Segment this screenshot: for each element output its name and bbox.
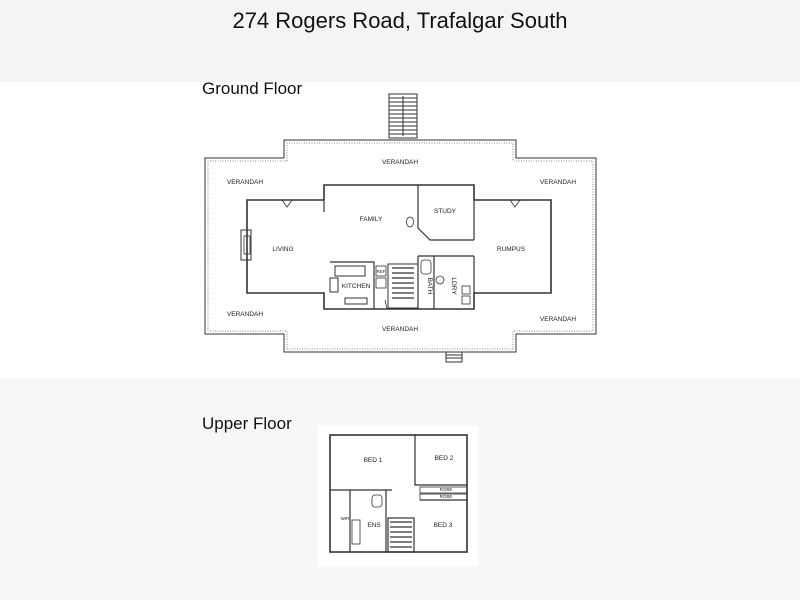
- room-family: FAMILY: [360, 216, 383, 223]
- windows: [281, 199, 521, 310]
- rear-steps: [445, 351, 463, 363]
- room-bed1: BED 1: [364, 457, 383, 464]
- room-verandah-top-right: VERANDAH: [540, 179, 576, 186]
- room-verandah-top: VERANDAH: [382, 159, 418, 166]
- room-verandah-top-left: VERANDAH: [227, 179, 263, 186]
- room-bed3: BED 3: [434, 522, 453, 529]
- verandah-outline: [204, 139, 597, 353]
- room-verandah-bottom: VERANDAH: [382, 326, 418, 333]
- page-title: 274 Rogers Road, Trafalgar South: [232, 8, 568, 33]
- room-ldry: LDRY: [450, 277, 457, 295]
- title-band: [0, 0, 800, 82]
- room-study: STUDY: [434, 208, 457, 215]
- upper-interior-walls: [330, 435, 468, 553]
- interior-walls: [240, 185, 475, 309]
- upper-floor-label: Upper Floor: [202, 414, 292, 433]
- room-wir: WIR: [341, 516, 350, 521]
- room-kitchen: KITCHEN: [342, 283, 371, 290]
- entry-stairs: [388, 93, 418, 139]
- room-verandah-bottom-right: VERANDAH: [540, 316, 576, 323]
- room-ref: REF: [377, 269, 386, 274]
- room-ens: ENS: [367, 522, 381, 529]
- room-rumpus: RUMPUS: [497, 246, 526, 253]
- room-verandah-bottom-left: VERANDAH: [227, 311, 263, 318]
- room-robe-2: ROBE: [440, 494, 453, 499]
- ground-floor-label: Ground Floor: [202, 79, 303, 98]
- room-bed2: BED 2: [435, 455, 454, 462]
- room-robe-1: ROBE: [440, 487, 453, 492]
- room-bath: BATH: [426, 278, 433, 295]
- room-living: LIVING: [272, 246, 293, 253]
